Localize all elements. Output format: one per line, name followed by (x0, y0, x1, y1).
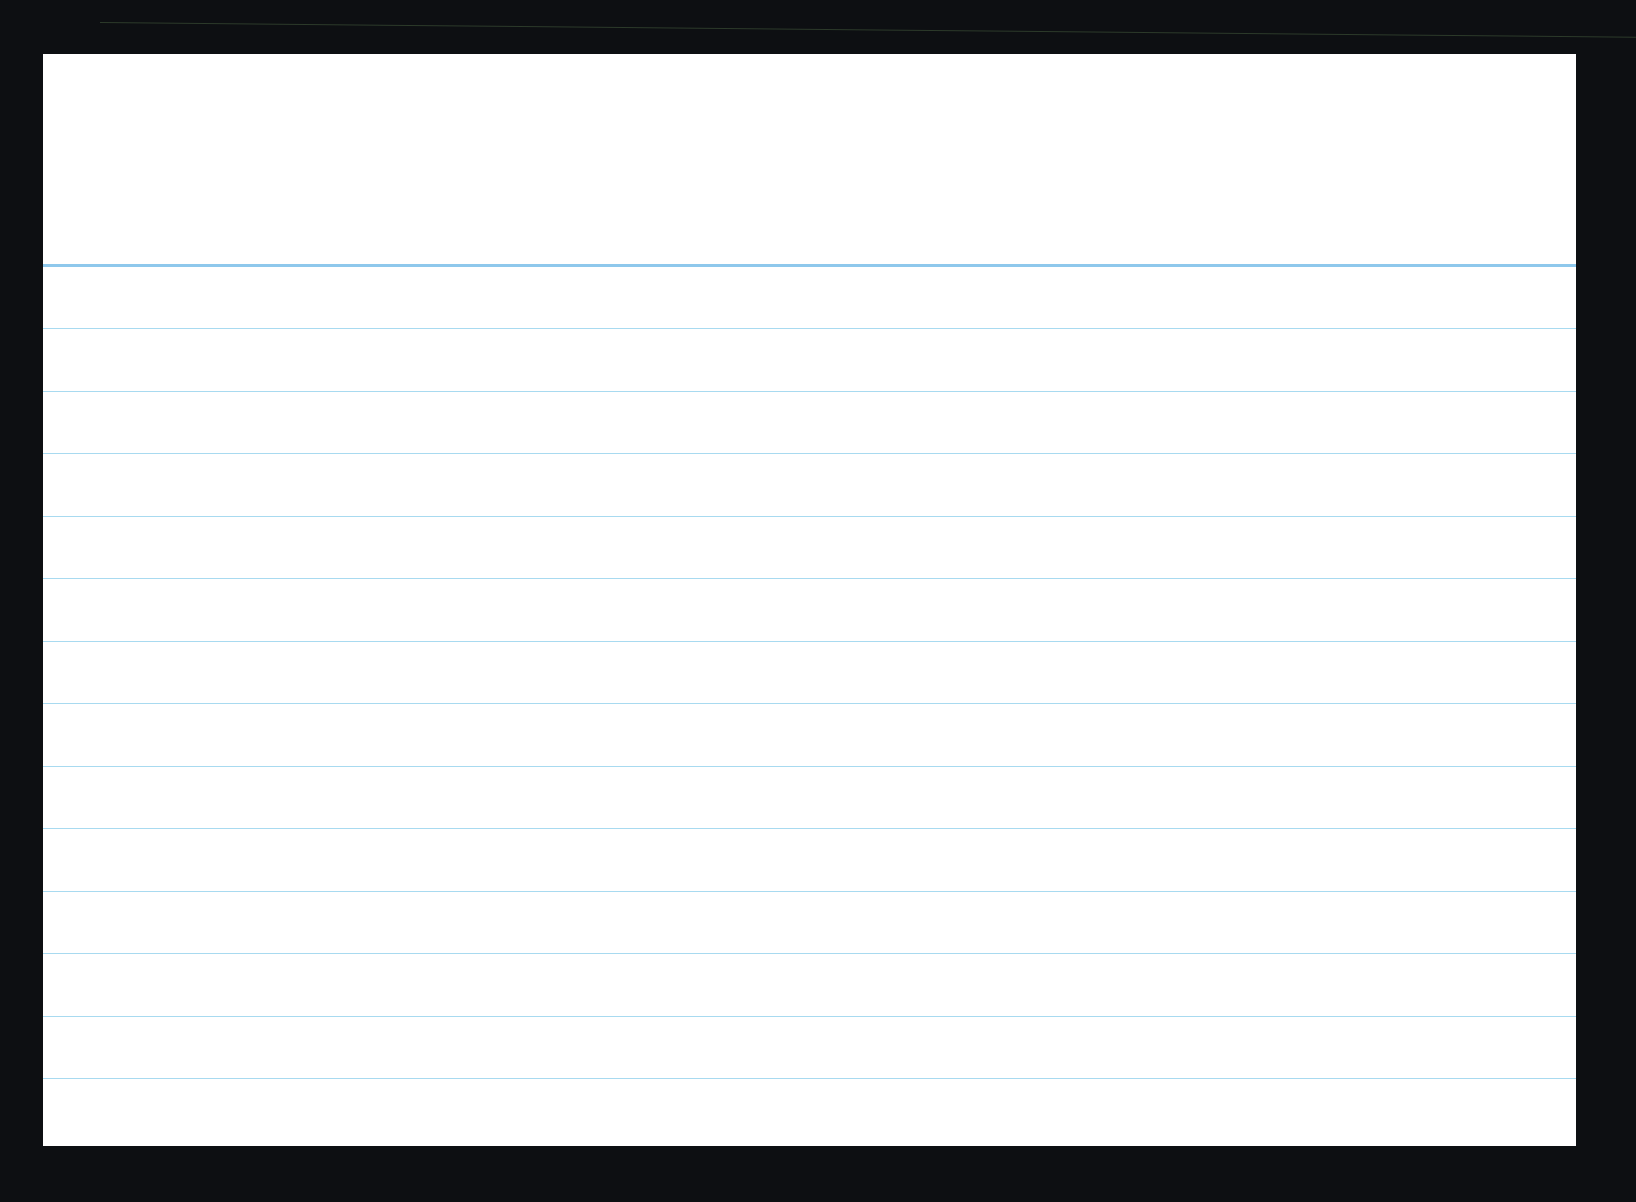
index-card (43, 54, 1576, 1146)
ruled-line (43, 578, 1576, 579)
ruled-line (43, 703, 1576, 704)
ruled-line (43, 328, 1576, 329)
ruled-line (43, 890, 1576, 892)
header-rule (43, 264, 1576, 267)
ruled-line (43, 1015, 1576, 1017)
ruled-line (43, 453, 1576, 454)
ruled-line (43, 515, 1576, 517)
ruled-line (43, 765, 1576, 767)
ruled-line (43, 390, 1576, 392)
scanner-edge-line (99, 22, 1636, 38)
ruled-line (43, 1078, 1576, 1079)
ruled-line (43, 828, 1576, 829)
ruled-line (43, 640, 1576, 642)
ruled-line (43, 953, 1576, 954)
